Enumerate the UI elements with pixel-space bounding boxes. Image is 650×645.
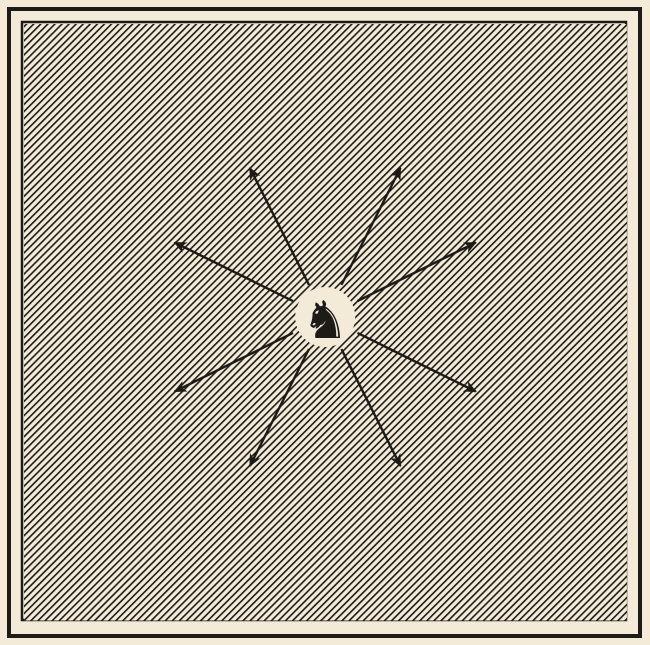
dark-square: [24, 247, 100, 323]
outer-frame: [7, 7, 642, 638]
dark-square: [24, 24, 100, 99]
dark-square: [249, 173, 326, 248]
move-arrow-right-up: [356, 241, 477, 303]
dark-square: [249, 396, 326, 472]
dark-square: [24, 471, 100, 546]
dark-square: [24, 396, 100, 472]
dark-square: [475, 24, 552, 99]
dark-square: [400, 173, 477, 248]
dark-square: [475, 396, 552, 472]
dark-square: [475, 471, 552, 546]
dark-square: [99, 322, 176, 397]
dark-square: [99, 396, 176, 472]
dark-square: [24, 545, 100, 621]
dark-square: [174, 396, 251, 472]
dark-square: [400, 98, 477, 174]
dark-square: [551, 98, 627, 174]
move-arrow-up-left: [248, 166, 311, 286]
dark-square: [99, 98, 176, 174]
dark-square: [475, 322, 552, 397]
dark-square: [551, 24, 627, 99]
dark-square: [551, 471, 627, 546]
dark-square: [174, 173, 251, 248]
dark-square: [400, 24, 477, 99]
dark-square: [99, 545, 176, 621]
move-arrow-left-up: [173, 241, 294, 303]
move-arrow-down-left: [248, 348, 311, 468]
knight-icon: ♞: [302, 291, 349, 351]
dark-square: [174, 98, 251, 174]
dark-square: [475, 98, 552, 174]
move-arrow-right-down: [356, 331, 477, 393]
dark-square: [400, 545, 477, 621]
dark-square: [99, 173, 176, 248]
dark-square: [325, 98, 401, 174]
dark-square: [400, 247, 477, 323]
dark-square: [249, 24, 326, 99]
dark-square: [325, 545, 401, 621]
move-arrows: [173, 166, 477, 468]
dark-square: [325, 396, 401, 472]
dark-square: [475, 545, 552, 621]
dark-square: [325, 173, 401, 248]
dark-square: [24, 173, 100, 248]
dark-square: [174, 471, 251, 546]
dark-square: [400, 471, 477, 546]
move-arrow-up-right: [340, 166, 402, 286]
dark-square: [551, 545, 627, 621]
dark-square: [475, 173, 552, 248]
dark-square: [325, 471, 401, 546]
dark-square: [249, 471, 326, 546]
dark-square: [249, 545, 326, 621]
dark-square: [400, 396, 477, 472]
dark-square: [24, 322, 100, 397]
dark-square: [174, 247, 251, 323]
dark-square: [551, 322, 627, 397]
dark-square: [325, 24, 401, 99]
dark-square: [99, 471, 176, 546]
piece-halo: [295, 287, 356, 347]
dark-square: [24, 98, 100, 174]
dark-square: [475, 247, 552, 323]
dark-square: [174, 24, 251, 99]
dark-square: [551, 173, 627, 248]
dark-square: [551, 396, 627, 472]
move-arrow-left-down: [173, 331, 294, 393]
dark-square: [551, 247, 627, 323]
dark-square: [99, 247, 176, 323]
dark-square: [99, 24, 176, 99]
dark-square: [174, 545, 251, 621]
move-arrow-down-right: [340, 348, 402, 468]
dark-square: [249, 98, 326, 174]
